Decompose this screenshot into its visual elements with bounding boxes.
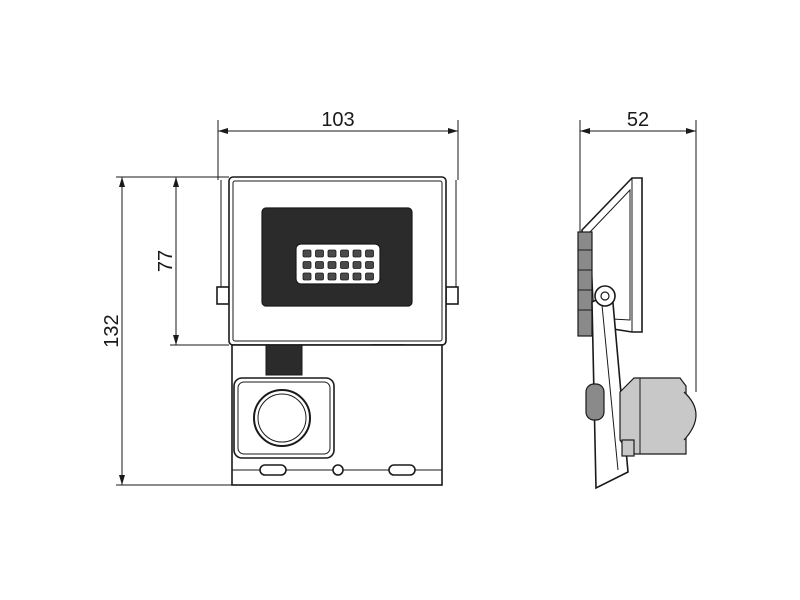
led-chip (302, 272, 312, 281)
housing-bezel (232, 180, 443, 342)
pir-sensor-lens (253, 389, 311, 447)
led-chip (340, 261, 349, 269)
led-chip (365, 272, 374, 281)
front-view (216, 176, 459, 486)
led-chip (365, 249, 374, 258)
led-chip (315, 261, 324, 269)
led-chip (352, 261, 362, 269)
side-view (577, 177, 697, 490)
led-chip (327, 272, 337, 281)
side-sensor-knob (585, 383, 605, 421)
led-chip (315, 249, 324, 258)
led-chip (315, 272, 324, 281)
led-grid (302, 249, 374, 281)
dim-label-total-height: 132 (101, 314, 123, 347)
side-sensor-mount (621, 439, 635, 457)
mounting-slot-right (388, 464, 416, 476)
led-chip (340, 272, 349, 281)
led-chip (352, 249, 362, 258)
bracket-arm-right (445, 286, 459, 305)
mounting-hole-center (332, 464, 344, 476)
led-chip (340, 249, 349, 258)
sensor-neck (265, 344, 303, 376)
led-chip (327, 249, 337, 258)
dimensions: 103 52 77 132 (101, 109, 697, 486)
dim-label-lamp-height: 77 (155, 250, 177, 272)
led-chip (302, 261, 312, 269)
led-chip (352, 272, 362, 281)
heat-sink (577, 231, 593, 337)
mounting-slot-left (259, 464, 287, 476)
dim-label-depth: 52 (627, 109, 649, 131)
bracket-arm-left (216, 286, 230, 305)
led-chip (327, 261, 337, 269)
led-chip (302, 249, 312, 258)
side-sensor-dome (683, 391, 697, 441)
led-chip (365, 261, 374, 269)
dim-label-width: 103 (321, 109, 354, 131)
